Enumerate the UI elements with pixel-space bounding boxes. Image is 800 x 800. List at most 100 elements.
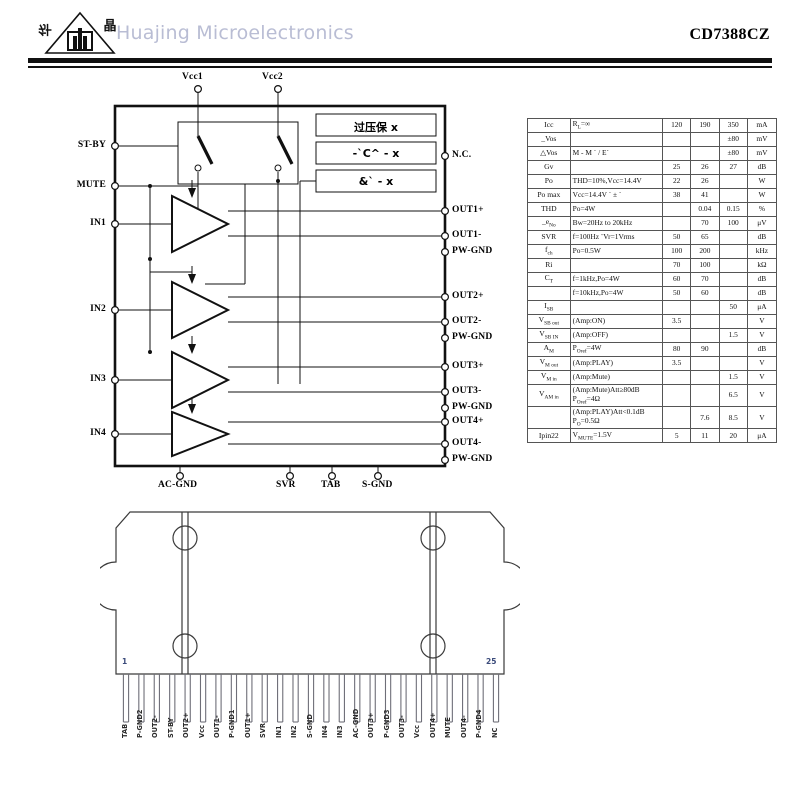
spec-unit: W — [746, 174, 778, 189]
spec-max: 8.5 — [718, 406, 748, 430]
spec-typ — [690, 314, 720, 329]
spec-min — [662, 383, 692, 408]
spec-condition: (Amp:PLAY) — [569, 356, 664, 371]
package-pin-label: NC — [490, 727, 499, 738]
spec-typ: 70 — [690, 272, 720, 287]
spec-unit: V — [746, 356, 778, 371]
spec-symbol — [527, 406, 571, 430]
spec-symbol: Po max — [527, 188, 571, 203]
spec-unit: kΩ — [746, 258, 778, 273]
logo-right-char: 晶 — [103, 19, 116, 34]
spec-typ — [690, 300, 720, 315]
spec-max — [718, 244, 748, 259]
spec-condition: M - M ` / E` — [569, 146, 664, 161]
spec-typ — [690, 132, 720, 147]
spec-condition: Vcc=14.4V ` ± ` — [569, 188, 664, 203]
package-pin-label: OUT3+ — [367, 712, 376, 738]
package-pin-label: IN2 — [290, 725, 299, 738]
spec-symbol: Icc — [527, 118, 571, 133]
spec-symbol: SVR — [527, 230, 571, 245]
spec-min: 50 — [662, 230, 692, 245]
bd-pin-svr: SVR — [276, 480, 296, 490]
spec-min: 120 — [662, 118, 692, 133]
spec-min — [662, 132, 692, 147]
spec-max: 27 — [718, 160, 748, 175]
package-leads — [122, 674, 500, 723]
spec-symbol: VAM in — [527, 383, 571, 408]
spec-symbol: CT — [527, 272, 571, 287]
package-pin-label: TAB — [120, 723, 129, 738]
spec-max — [718, 342, 748, 357]
package-pin-label: P-GND1 — [228, 709, 237, 738]
bd-pin-tab: TAB — [321, 480, 341, 490]
spec-min: 60 — [662, 272, 692, 287]
package-pin-label: OUT3- — [398, 715, 406, 738]
logo-left-char: 华 — [38, 23, 54, 36]
spec-max: ±80 — [718, 146, 748, 161]
spec-symbol: VM in — [527, 370, 571, 385]
spec-symbol: _Vos — [527, 132, 571, 147]
spec-typ: 26 — [690, 160, 720, 175]
spec-typ: 90 — [690, 342, 720, 357]
spec-unit: V — [746, 383, 778, 408]
spec-typ: 7.6 — [690, 406, 720, 430]
spec-symbol: AM — [527, 342, 571, 357]
block-diagram: Vcc1 Vcc2 ST-BY MUTE IN1 IN2 IN3 IN4 N.C… — [60, 72, 510, 490]
spec-min: 100 — [662, 244, 692, 259]
package-pin-label: ST-BY — [166, 717, 175, 738]
spec-condition: VMUTE=1.5V — [569, 428, 664, 444]
bd-pin-out4n: OUT4- — [452, 438, 482, 448]
spec-condition: (Amp:ON) — [569, 314, 664, 329]
spec-unit: μA — [746, 300, 778, 315]
spec-max — [718, 258, 748, 273]
bd-pin-out2p: OUT2+ — [452, 291, 484, 301]
package-svg — [100, 511, 520, 723]
spec-unit: mA — [746, 118, 778, 133]
spec-unit: % — [746, 202, 778, 217]
spec-symbol: ISB — [527, 300, 571, 315]
package-pin-label: AC-GND — [351, 708, 360, 738]
spec-unit: μV — [746, 216, 778, 231]
brand-title: Huajing Microelectronics — [116, 22, 354, 44]
spec-condition: Bw=20Hz to 20kHz — [569, 216, 664, 231]
spec-condition: Po=4W — [569, 202, 664, 217]
spec-min — [662, 370, 692, 385]
package-pin-label: IN3 — [336, 725, 345, 738]
spec-unit: V — [746, 328, 778, 343]
bd-pin-in2: IN2 — [90, 304, 106, 314]
package-pin-label: OUT1+ — [243, 712, 252, 738]
spec-condition: Po=0.5W — [569, 244, 664, 259]
package-pin-label: P-GND2 — [135, 709, 144, 738]
bd-pin-nc: N.C. — [452, 150, 472, 160]
spec-typ: 41 — [690, 188, 720, 203]
function-box-short: &` - x — [358, 175, 394, 188]
spec-symbol: _eNo — [527, 216, 571, 231]
package-pin-label: P-GND3 — [382, 709, 391, 738]
spec-max: 350 — [718, 118, 748, 133]
spec-typ — [690, 328, 720, 343]
spec-condition: RL=∞ — [569, 118, 664, 133]
spec-typ: 11 — [690, 428, 720, 444]
bd-pin-pwgnd-2: PW-GND — [452, 332, 493, 342]
spec-symbol: △Vos — [527, 146, 571, 161]
bd-pin-out3n: OUT3- — [452, 386, 482, 396]
bd-pin-st-by: ST-BY — [77, 140, 106, 150]
bd-pin-pwgnd-1: PW-GND — [452, 246, 493, 256]
spec-unit: mV — [746, 146, 778, 161]
block-diagram-svg — [110, 84, 450, 481]
spec-typ: 190 — [690, 118, 720, 133]
spec-typ — [690, 146, 720, 161]
spec-max — [718, 356, 748, 371]
